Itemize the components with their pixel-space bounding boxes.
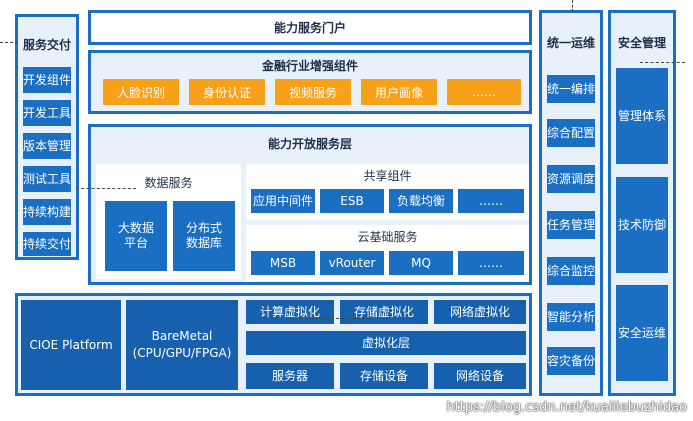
ops-item: 任务管理	[547, 211, 595, 239]
capability-portal: 能力服务门户	[88, 10, 532, 45]
cloud-item: ……	[458, 251, 524, 275]
security-item: 安全运维	[616, 285, 668, 381]
service-delivery-item: 测试工具	[23, 166, 71, 192]
cloud-item: MQ	[389, 251, 453, 275]
ops-item: 智能分析	[547, 303, 595, 331]
ops-item: 统一编排	[547, 75, 595, 103]
unified-ops-panel: 统一运维 统一编排 综合配置 资源调度 任务管理 综合监控 智能分析 容灾备份	[539, 10, 603, 396]
dashed-guide-line	[300, 318, 370, 319]
unified-ops-title: 统一运维	[546, 35, 595, 50]
virtualization-layer: 虚拟化层	[246, 331, 526, 355]
finance-enhancement-title: 金融行业增强组件	[261, 58, 358, 73]
baremetal-box: BareMetal (CPU/GPU/FPGA)	[126, 300, 238, 390]
finance-item: 用户画像	[361, 79, 437, 105]
dashed-guide-line	[76, 188, 136, 189]
data-service-box: 数据服务 大数据 平台 分布式 数据库	[96, 164, 241, 279]
shared-item: 应用中间件	[251, 189, 315, 213]
dashed-guide-line	[572, 0, 573, 12]
cloud-item: vRouter	[320, 251, 384, 275]
ops-item: 综合配置	[547, 119, 595, 147]
service-delivery-item: 开发组件	[23, 67, 71, 93]
shared-components-title: 共享组件	[363, 168, 412, 183]
finance-item: 身份认证	[189, 79, 265, 105]
data-service-title: 数据服务	[144, 175, 193, 190]
service-delivery-title: 服务交付	[22, 37, 71, 52]
service-delivery-item: 版本管理	[23, 133, 71, 159]
watermark-url: https://blog.csdn.net/kuailiebuzhidao	[446, 400, 687, 415]
dashed-guide-line	[640, 62, 685, 63]
shared-item: 负载均衡	[389, 189, 453, 213]
cloud-base-services-box: 云基础服务 MSB vRouter MQ ……	[246, 225, 529, 281]
infrastructure-panel: CIOE Platform BareMetal (CPU/GPU/FPGA) 计…	[15, 293, 532, 396]
shared-components-box: 共享组件 应用中间件 ESB 负载均衡 ……	[246, 164, 529, 220]
open-service-layer-title: 能力开放服务层	[267, 136, 352, 151]
finance-item: 视频服务	[275, 79, 351, 105]
security-item: 技术防御	[616, 177, 668, 273]
cloe-platform-box: CIOE Platform	[21, 300, 121, 390]
network-devices-box: 网络设备	[434, 363, 526, 389]
storage-devices-box: 存储设备	[340, 363, 428, 389]
finance-item: ……	[447, 79, 521, 105]
servers-box: 服务器	[246, 363, 334, 389]
cloud-item: MSB	[251, 251, 315, 275]
ops-item: 资源调度	[547, 165, 595, 193]
security-panel: 安全管理 管理体系 技术防御 安全运维	[608, 10, 676, 396]
cloud-base-services-title: 云基础服务	[357, 229, 418, 244]
finance-item: 人脸识别	[103, 79, 179, 105]
security-item: 管理体系	[616, 68, 668, 164]
service-delivery-panel: 服务交付 开发组件 开发工具 版本管理 测试工具 持续构建 持续交付	[15, 14, 79, 260]
data-service-item: 分布式 数据库	[173, 201, 235, 271]
shared-item: ESB	[320, 189, 384, 213]
shared-item: ……	[458, 189, 524, 213]
open-service-layer: 能力开放服务层 数据服务 大数据 平台 分布式 数据库 共享组件 应用中间件 E…	[88, 124, 532, 285]
finance-enhancement-panel: 金融行业增强组件 人脸识别 身份认证 视频服务 用户画像 ……	[88, 50, 532, 114]
security-title: 安全管理	[617, 35, 666, 50]
data-service-item: 大数据 平台	[105, 201, 167, 271]
ops-item: 容灾备份	[547, 347, 595, 375]
service-delivery-item: 持续交付	[23, 232, 71, 256]
ops-item: 综合监控	[547, 257, 595, 285]
network-virtualization: 网络虚拟化	[434, 300, 526, 324]
compute-virtualization: 计算虚拟化	[246, 300, 334, 324]
storage-virtualization: 存储虚拟化	[340, 300, 428, 324]
service-delivery-item: 持续构建	[23, 199, 71, 225]
dashed-guide-line	[0, 42, 18, 43]
service-delivery-item: 开发工具	[23, 100, 71, 126]
